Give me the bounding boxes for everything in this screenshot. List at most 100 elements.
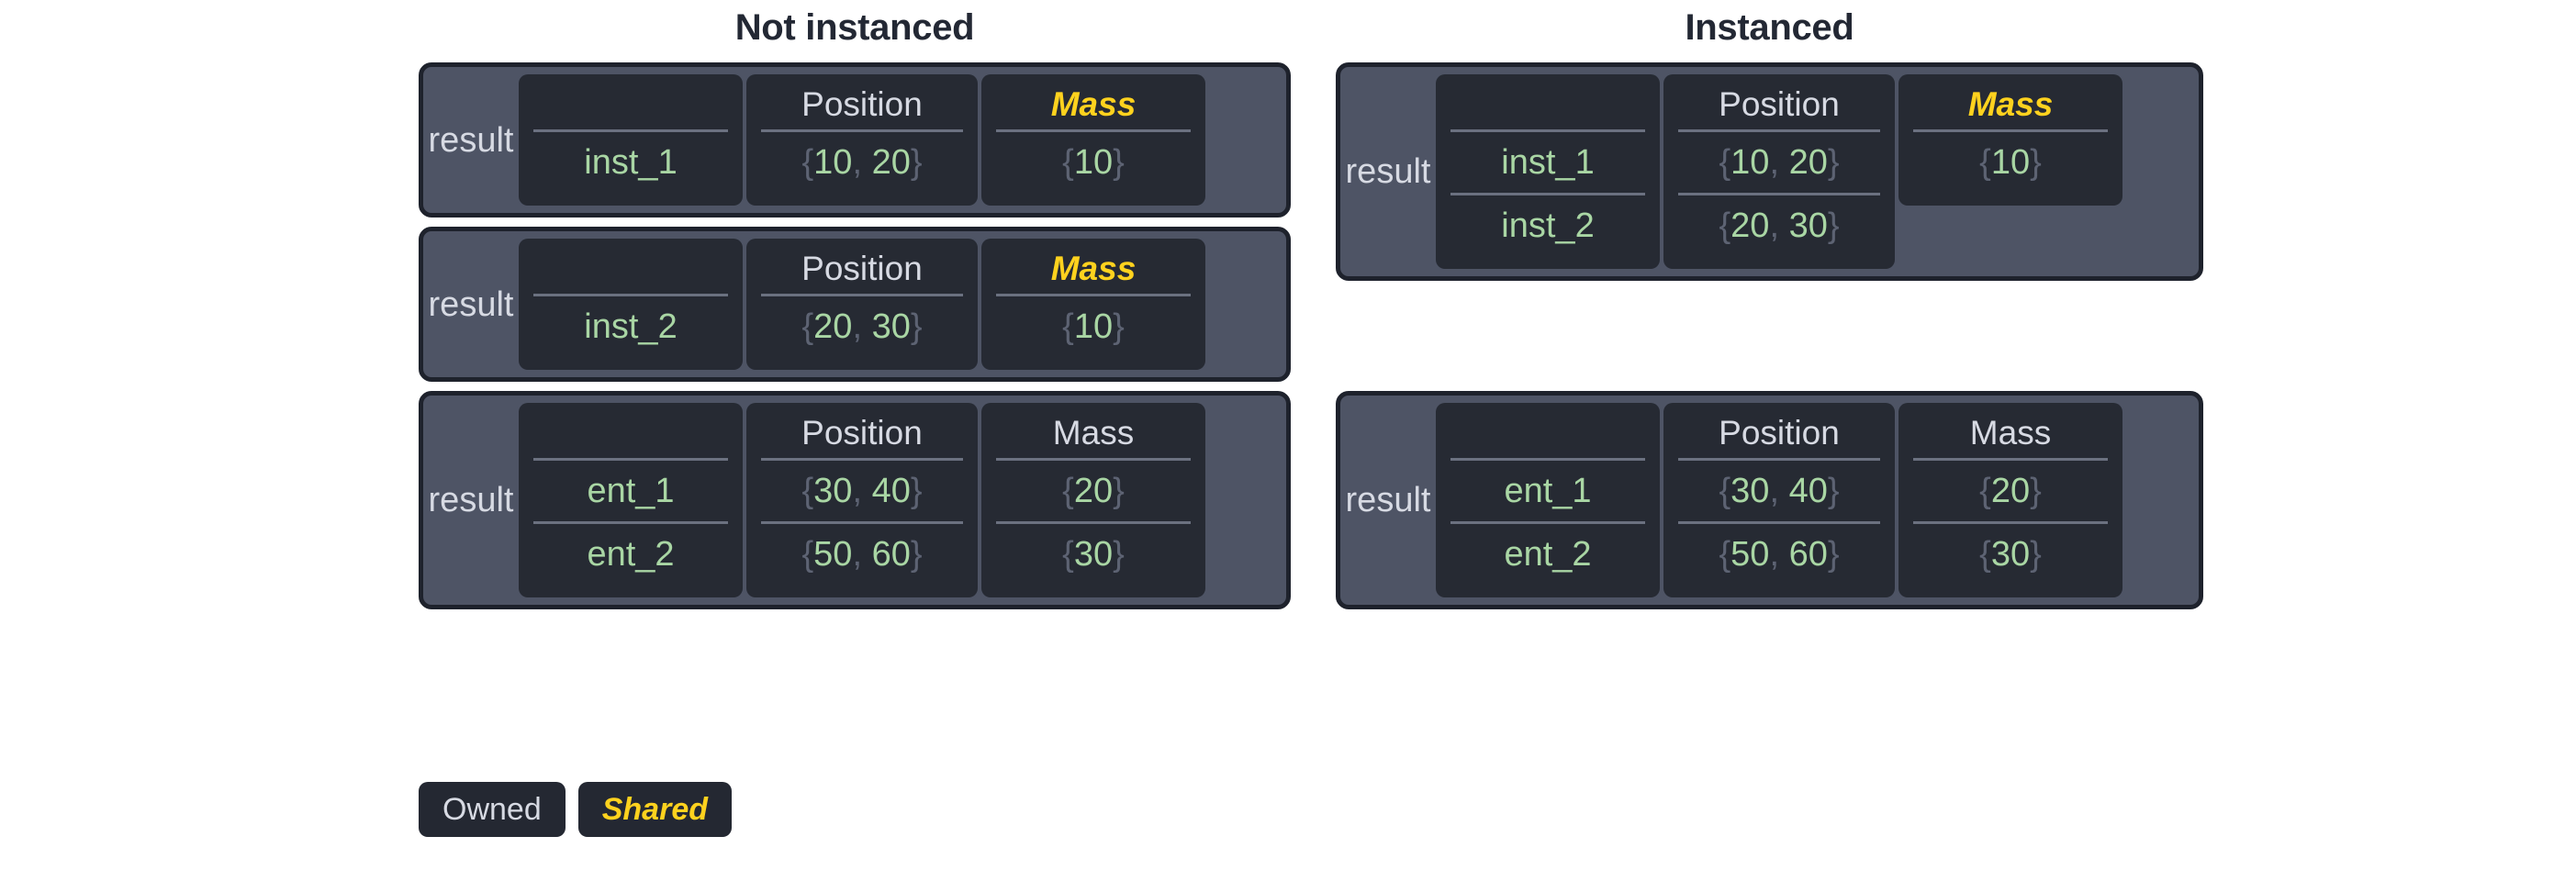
- data-column-name: inst_2: [519, 239, 743, 370]
- value-separator: ,: [852, 535, 872, 574]
- value-text: inst_2: [584, 307, 678, 346]
- brace-close: }: [1113, 535, 1125, 574]
- column-title-not-instanced: Not instanced: [734, 7, 975, 48]
- data-row: inst_1: [533, 129, 728, 193]
- data-column-position: Position {10, 20}{20, 30}: [1663, 74, 1895, 269]
- value-text: ent_1: [1504, 472, 1592, 510]
- brace-close: }: [910, 307, 923, 346]
- data-column-mass: Mass{20}{30}: [1898, 403, 2122, 597]
- column-header-mass: Mass: [1050, 85, 1137, 123]
- value-number: 10: [1073, 307, 1114, 346]
- value-number: 10: [1990, 143, 2031, 182]
- column-header-name: [533, 80, 728, 129]
- data-column-position: Position{30, 40}{50, 60}: [746, 403, 978, 597]
- column-header-name: [1450, 408, 1645, 458]
- brace-open: {: [801, 535, 814, 574]
- brace-open: {: [1979, 143, 1991, 182]
- legend-chip-owned: Owned: [419, 782, 566, 837]
- column-header-position: Position: [1719, 85, 1840, 123]
- brace-close: }: [1827, 143, 1840, 182]
- data-row: ent_2: [1450, 521, 1645, 585]
- data-row: {50, 60}: [761, 521, 963, 585]
- value-number: 50: [813, 535, 853, 574]
- value-number: 20: [1730, 206, 1770, 245]
- brace-close: }: [2030, 143, 2042, 182]
- data-row: inst_1: [1450, 129, 1645, 193]
- brace-open: {: [801, 472, 814, 510]
- value-number: 30: [871, 307, 911, 346]
- data-row: {20, 30}: [761, 294, 963, 357]
- brace-close: }: [2030, 472, 2042, 510]
- value-separator: ,: [852, 143, 872, 182]
- data-column-name: inst_1: [519, 74, 743, 206]
- column-header-name: [1450, 80, 1645, 129]
- brace-close: }: [2030, 535, 2042, 574]
- result-card: result inst_2 Position{20, 30} Mass {10}: [419, 227, 1291, 382]
- data-column-name: ent_1 ent_2: [1436, 403, 1660, 597]
- card-label-result: result: [428, 120, 514, 160]
- value-number: 30: [1073, 535, 1114, 574]
- brace-open: {: [1062, 472, 1074, 510]
- brace-close: }: [1113, 307, 1125, 346]
- data-row: {10, 20}: [1678, 129, 1880, 193]
- data-row: {20}: [996, 458, 1191, 521]
- value-separator: ,: [852, 307, 872, 346]
- data-column-position: Position{20, 30}: [746, 239, 978, 370]
- data-column-position: Position{10, 20}: [746, 74, 978, 206]
- result-card: result inst_1 Position{10, 20} Mass {10}: [419, 62, 1291, 218]
- value-text: inst_1: [1501, 143, 1595, 182]
- data-column-position: Position{30, 40}{50, 60}: [1663, 403, 1895, 597]
- data-row: ent_1: [533, 458, 728, 521]
- brace-open: {: [801, 143, 814, 182]
- column-header-position: Position: [801, 414, 923, 452]
- data-column-mass: Mass {10}: [1898, 74, 2122, 206]
- card-columns: inst_1 Position{10, 20} Mass {10}: [519, 74, 1277, 206]
- brace-open: {: [1979, 535, 1991, 574]
- brace-open: {: [1719, 206, 1731, 245]
- value-number: 30: [1990, 535, 2031, 574]
- value-number: 40: [1788, 472, 1828, 510]
- brace-open: {: [1719, 143, 1731, 182]
- value-number: 10: [1073, 143, 1114, 182]
- card-label-result: result: [1345, 152, 1431, 191]
- data-row: {10}: [996, 294, 1191, 357]
- brace-close: }: [910, 472, 923, 510]
- value-number: 40: [871, 472, 911, 510]
- data-row: ent_2: [533, 521, 728, 585]
- value-number: 20: [1073, 472, 1114, 510]
- column-header-mass: Mass: [1050, 250, 1137, 287]
- brace-close: }: [1827, 535, 1840, 574]
- data-row: {30, 40}: [761, 458, 963, 521]
- card-label-result: result: [428, 481, 514, 519]
- brace-close: }: [1827, 206, 1840, 245]
- data-row: inst_2: [1450, 193, 1645, 256]
- data-row: {20, 30}: [1678, 193, 1880, 256]
- column-header-mass: Mass: [1967, 85, 2054, 123]
- data-row: inst_2: [533, 294, 728, 357]
- value-text: inst_2: [1501, 206, 1595, 245]
- value-number: 30: [1730, 472, 1770, 510]
- column-not-instanced: Not instanced result inst_1 Position{10, …: [419, 0, 1291, 619]
- value-number: 60: [871, 535, 911, 574]
- column-header-mass: Mass: [1969, 414, 2052, 452]
- data-row: {20}: [1913, 458, 2108, 521]
- value-separator: ,: [852, 472, 872, 510]
- brace-open: {: [1719, 472, 1731, 510]
- data-row: {30, 40}: [1678, 458, 1880, 521]
- data-row: {30}: [1913, 521, 2108, 585]
- legend-chip-shared: Shared: [577, 782, 732, 837]
- brace-close: }: [910, 143, 923, 182]
- card-label-result: result: [428, 284, 514, 324]
- value-text: ent_2: [587, 535, 675, 574]
- data-column-name: inst_1 inst_2: [1436, 74, 1660, 269]
- data-row: {10}: [996, 129, 1191, 193]
- column-title-instanced: Instanced: [1685, 7, 1854, 48]
- value-separator: ,: [1769, 206, 1789, 245]
